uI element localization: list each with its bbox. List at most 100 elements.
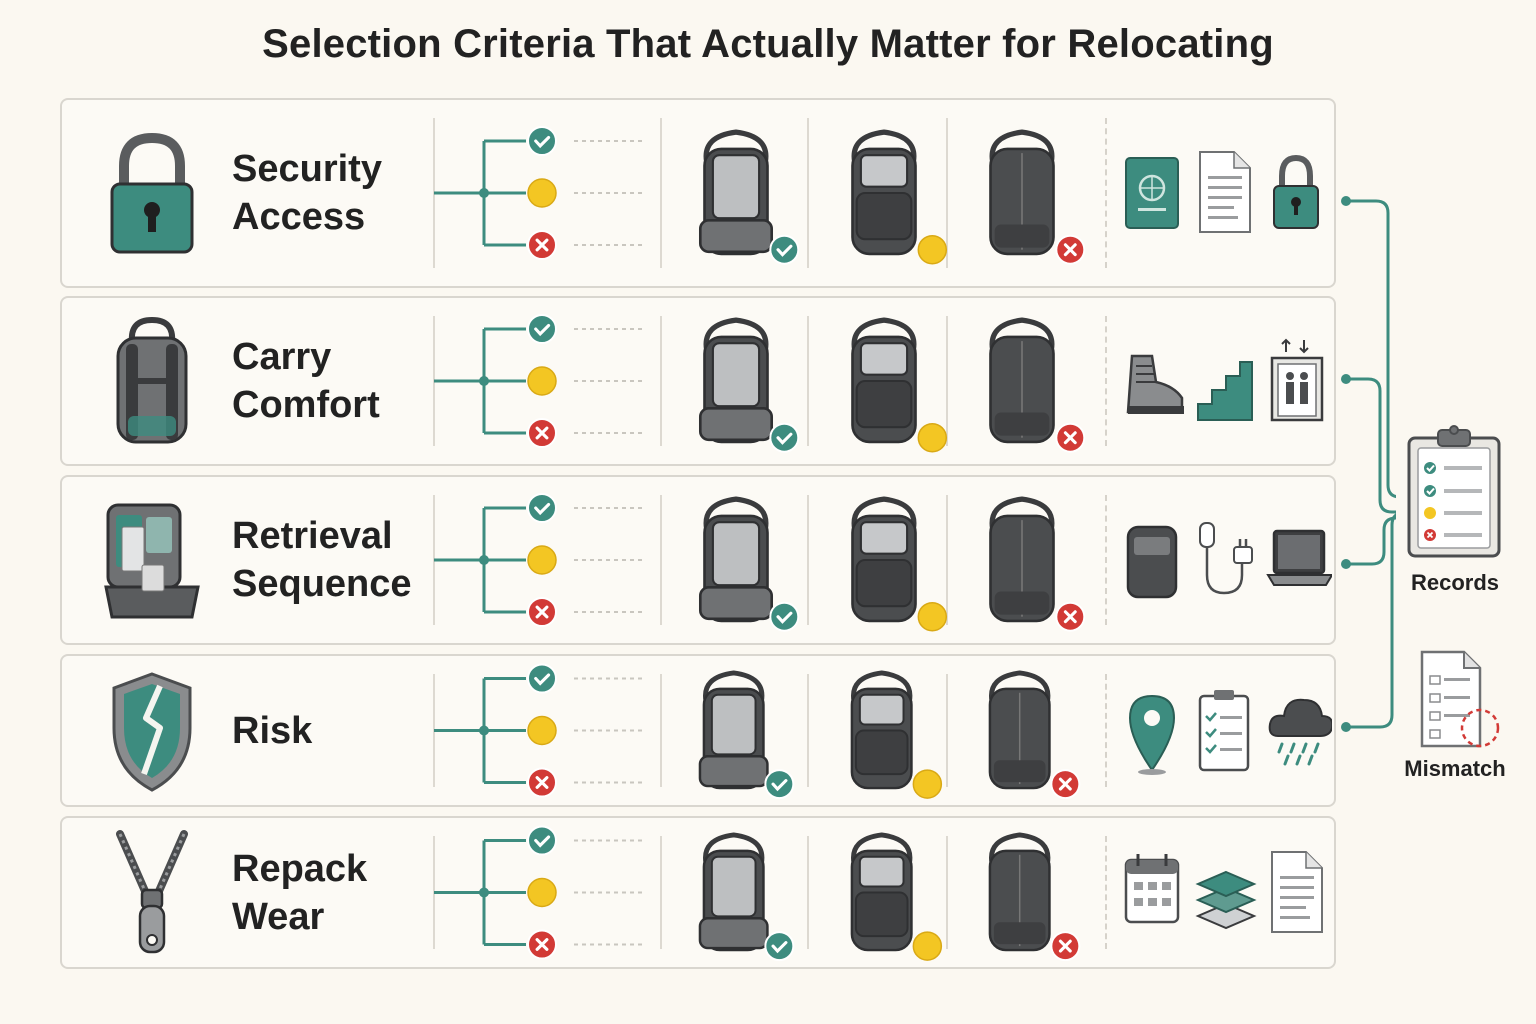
column-divider — [807, 674, 809, 787]
column-divider-dashed — [1105, 316, 1107, 446]
fail-x-icon — [1055, 601, 1086, 632]
checklist-icon — [1198, 689, 1250, 771]
fail-x-icon — [1050, 769, 1081, 800]
rating-tree — [434, 126, 646, 260]
backpack-variant-icon — [850, 832, 943, 961]
criteria-label-line-2: Comfort — [232, 384, 380, 426]
backpack-variant-icon — [698, 129, 800, 265]
column-divider — [946, 118, 948, 268]
zipper-icon — [116, 829, 188, 953]
criteria-label-line-2: Access — [232, 196, 366, 238]
document-icon — [1271, 850, 1323, 933]
column-divider — [660, 316, 662, 446]
backpack-harness-icon — [116, 316, 188, 444]
pass-check-icon — [769, 601, 800, 632]
mismatch-document-icon — [1420, 650, 1500, 748]
rating-tree — [434, 663, 646, 798]
partial-yellow-icon — [917, 601, 948, 632]
column-divider-dashed — [1105, 118, 1107, 268]
pass-check-icon — [769, 422, 800, 453]
backpack-variant-icon — [989, 129, 1086, 265]
rating-tree — [434, 825, 646, 960]
column-divider — [660, 118, 662, 268]
partial-yellow-icon — [917, 422, 948, 453]
backpack-variant-icon — [989, 496, 1086, 632]
rating-tree — [434, 314, 646, 448]
fail-x-icon — [527, 418, 557, 448]
criteria-label-line-1: Risk — [232, 709, 313, 752]
layers-icon — [1195, 870, 1257, 929]
stairs-icon — [1197, 361, 1253, 421]
partial-yellow-icon — [917, 234, 948, 265]
partial-yellow-icon — [527, 178, 557, 208]
padlock-icon — [1273, 154, 1319, 229]
criteria-row-risk: Risk — [60, 654, 1336, 807]
records-clipboard-icon — [1407, 425, 1501, 558]
criteria-label-line-1: Carry — [232, 336, 332, 378]
pass-check-icon — [764, 931, 795, 962]
backpack-variant-icon — [851, 129, 948, 265]
partial-yellow-icon — [527, 545, 557, 575]
partial-yellow-icon — [527, 877, 557, 908]
column-divider — [807, 118, 809, 268]
connector-lines — [1341, 196, 1396, 732]
document-icon — [1199, 151, 1251, 233]
charger-cable-icon — [1199, 522, 1253, 595]
column-divider — [807, 836, 809, 949]
pouch-icon — [1126, 525, 1178, 599]
backpack-variant-icon — [988, 832, 1081, 962]
open-backpack-icon — [104, 503, 200, 619]
backpack-variant-icon — [988, 670, 1081, 800]
backpack-variant-icon — [698, 670, 795, 800]
pass-check-icon — [527, 314, 557, 344]
partial-yellow-icon — [527, 715, 557, 746]
fail-x-icon — [527, 597, 557, 627]
location-pin-icon — [1128, 694, 1176, 775]
column-divider — [946, 674, 948, 787]
cracked-shield-icon — [112, 671, 192, 792]
partial-yellow-icon — [912, 931, 943, 961]
pass-check-icon — [527, 126, 557, 156]
column-divider — [660, 495, 662, 625]
laptop-icon — [1266, 529, 1332, 586]
pass-check-icon — [764, 769, 795, 800]
column-divider — [946, 836, 948, 949]
fail-x-icon — [527, 230, 557, 260]
rain-cloud-icon — [1268, 698, 1332, 765]
passport-icon — [1125, 157, 1179, 229]
hiking-boot-icon — [1126, 354, 1184, 414]
fail-x-icon — [527, 767, 557, 798]
column-divider — [660, 674, 662, 787]
column-divider-dashed — [1105, 836, 1107, 949]
backpack-variant-icon — [850, 670, 943, 799]
partial-yellow-icon — [527, 366, 557, 396]
pass-check-icon — [527, 663, 557, 694]
criteria-label-line-1: Repack — [232, 847, 368, 890]
padlock-icon — [110, 132, 194, 254]
backpack-variant-icon — [698, 832, 795, 962]
column-divider-dashed — [1105, 674, 1107, 787]
backpack-variant-icon — [698, 496, 800, 632]
pass-check-icon — [769, 234, 800, 265]
criteria-label-line-1: Security — [232, 148, 382, 190]
column-divider — [807, 495, 809, 625]
criteria-label: Risk — [232, 707, 312, 755]
pass-check-icon — [527, 493, 557, 523]
column-divider — [660, 836, 662, 949]
fail-x-icon — [1055, 234, 1086, 265]
column-divider — [807, 316, 809, 446]
criteria-label-line-2: Sequence — [232, 563, 412, 605]
fail-x-icon — [1050, 931, 1081, 962]
fail-x-icon — [1055, 422, 1086, 453]
page-title: Selection Criteria That Actually Matter … — [262, 22, 1274, 66]
mismatch-label: Mismatch — [1404, 756, 1506, 781]
column-divider — [946, 316, 948, 446]
column-divider-dashed — [1105, 495, 1107, 625]
